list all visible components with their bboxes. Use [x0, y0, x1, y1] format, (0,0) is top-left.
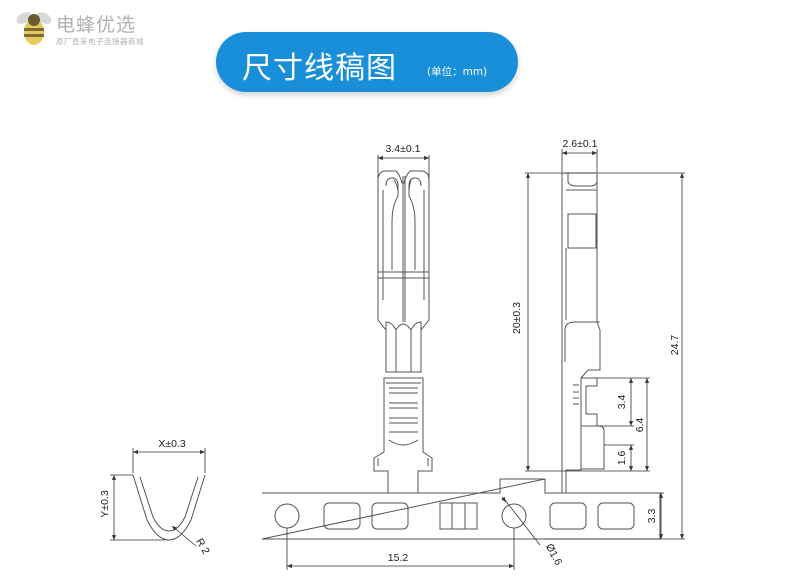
- x-dimension-label: X±0.3: [158, 438, 186, 450]
- pitch-label: 15.2: [388, 552, 409, 564]
- length-20-label: 20±0.3: [511, 302, 523, 334]
- front-width-label: 3.4±0.1: [386, 143, 421, 155]
- bee-icon: [16, 12, 52, 45]
- cross-section-dimensions: [110, 448, 206, 547]
- pilot-hole: [501, 503, 527, 529]
- crimp-3-4-label: 3.4: [616, 395, 628, 410]
- front-view: [373, 170, 433, 494]
- pilot-hole: [274, 503, 300, 529]
- radius-label: R 2: [193, 536, 212, 556]
- logo-tagline: 原厂直采电子连接器商城: [56, 37, 144, 46]
- brand-logo: 电蜂优选 原厂直采电子连接器商城: [14, 6, 184, 50]
- hole-diameter-label: Ø1.6: [543, 542, 564, 568]
- crimp-1-6-label: 1.6: [616, 451, 628, 466]
- crimp-6-4-label: 6.4: [634, 418, 646, 433]
- crimp-cross-section: [132, 474, 206, 541]
- front-width-dimension: [377, 155, 430, 178]
- side-view: [561, 172, 605, 494]
- side-width-label: 2.6±0.1: [563, 138, 598, 150]
- logo-name: 电蜂优选: [56, 14, 137, 36]
- side-dimensions: [286, 149, 685, 570]
- strip-3-3-label: 3.3: [646, 509, 658, 524]
- y-dimension-label: Y±0.3: [99, 490, 111, 518]
- title-banner: 尺寸线稿图 (单位：mm): [216, 32, 518, 92]
- unit-label: (单位：mm): [427, 66, 488, 78]
- page-title: 尺寸线稿图: [242, 51, 397, 86]
- carrier-strip: [261, 478, 661, 540]
- total-length-label: 24.7: [669, 335, 681, 356]
